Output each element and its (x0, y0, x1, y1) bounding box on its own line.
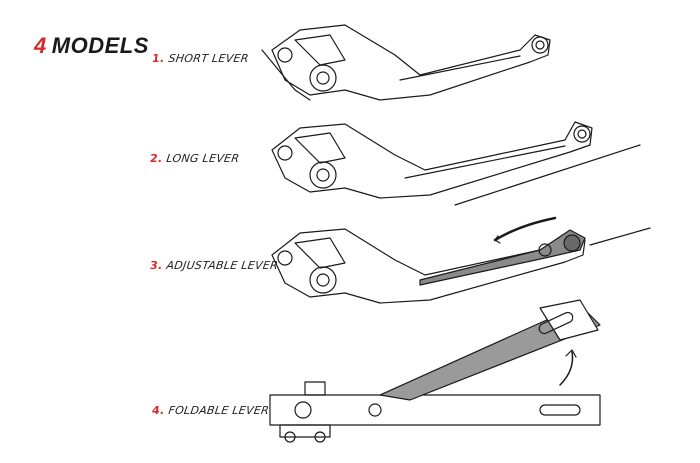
adjustable-lever-illustration (271, 216, 651, 304)
short-lever-illustration (261, 24, 551, 101)
title-number: 4 (34, 33, 47, 58)
title-text: MODELS (51, 33, 149, 58)
long-lever-illustration (271, 121, 641, 206)
foldable-lever-illustration (269, 299, 601, 443)
